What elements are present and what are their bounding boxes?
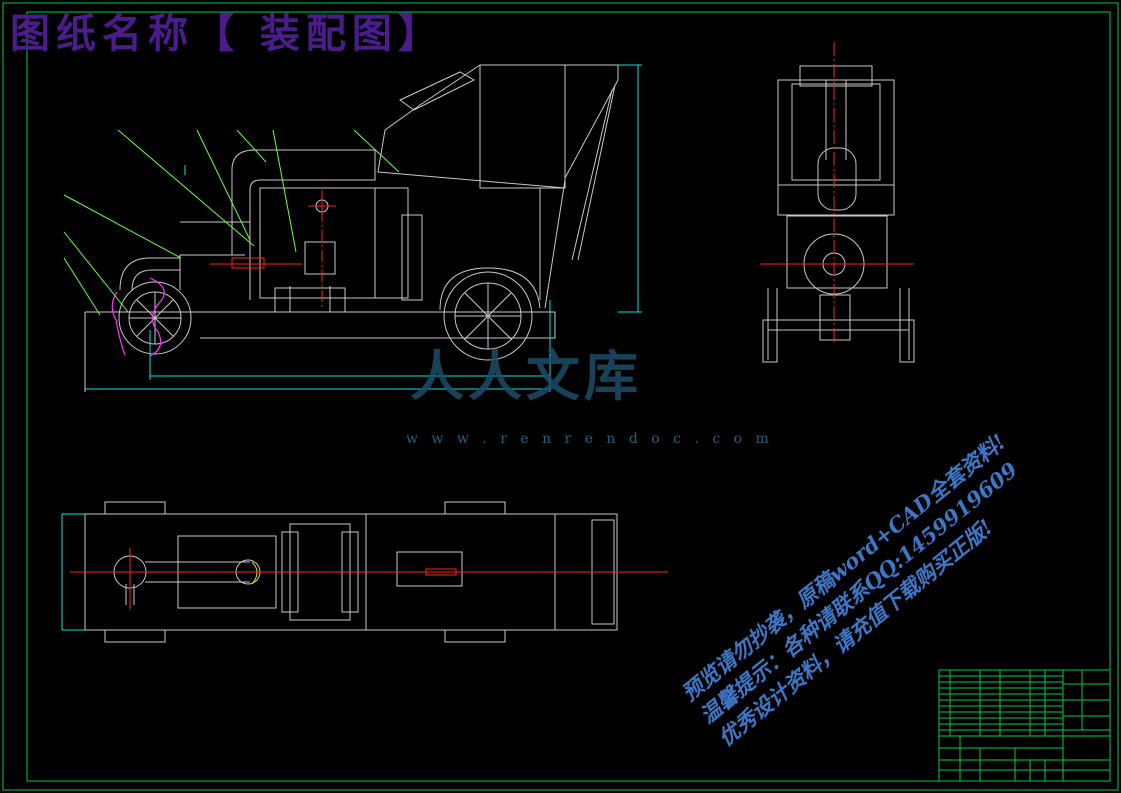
- plan-view-dimension: [61, 513, 85, 631]
- end-view: [762, 65, 915, 363]
- plan-view-centerline: [70, 548, 668, 610]
- watermark-logo: 人人文库: [410, 345, 642, 408]
- side-view-part-marks: [231, 257, 265, 269]
- side-view-leaders: [63, 129, 400, 316]
- inner-frame: [26, 11, 1111, 782]
- side-view-dimensions: [85, 64, 642, 392]
- side-view-centerlines: [210, 190, 336, 308]
- title-block: [938, 669, 1111, 782]
- side-view: [84, 64, 619, 392]
- end-view-centerlines: [760, 42, 914, 345]
- profile-curve: [111, 277, 165, 357]
- drawing-title: 图纸名称【 装配图】: [10, 10, 444, 57]
- watermark-url: w w w . r e n r e n d o c . c o m: [406, 431, 774, 447]
